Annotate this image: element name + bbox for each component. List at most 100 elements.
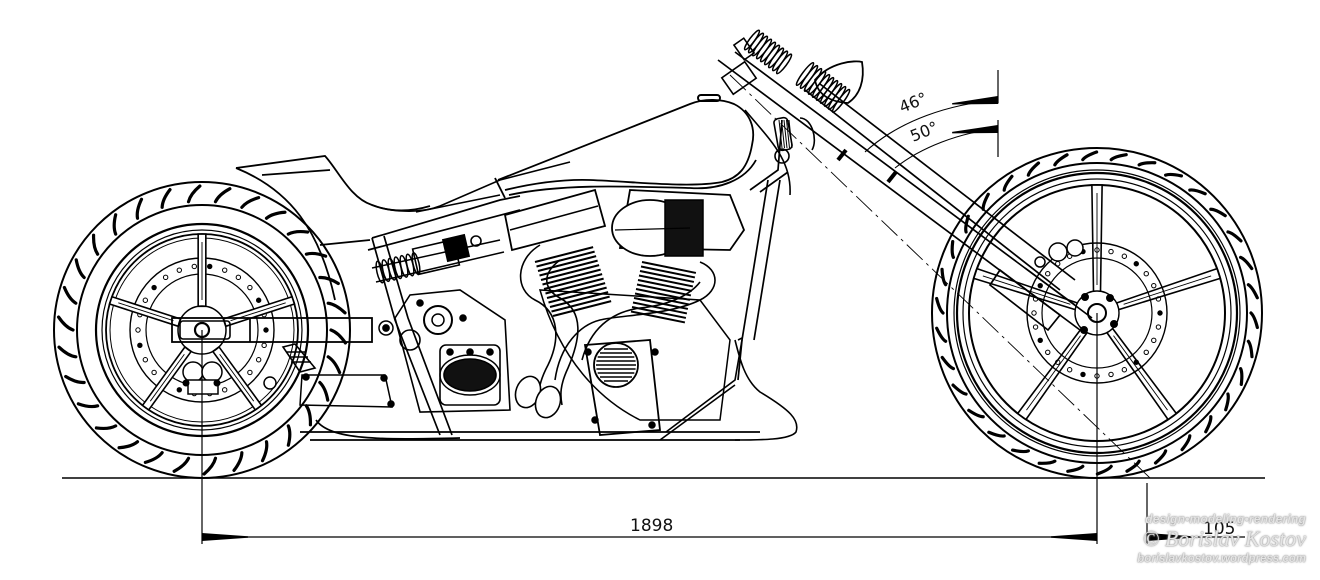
rear-rocker-cover	[503, 188, 607, 252]
starter	[399, 329, 421, 351]
cylinder-fin	[636, 283, 692, 297]
grip-line	[788, 119, 793, 149]
tread-mark	[981, 192, 990, 211]
tread-mark	[304, 251, 328, 258]
tread-mark	[143, 451, 164, 464]
rear-tire-tread	[56, 184, 348, 476]
disc-hole	[1080, 371, 1086, 378]
spoke-center-line	[118, 302, 174, 322]
steering-axis	[729, 74, 1151, 479]
disc-hole	[1157, 310, 1163, 316]
disc-hole	[255, 357, 262, 363]
tread-mark	[967, 408, 985, 419]
cylinder-fin	[542, 268, 601, 286]
transmission-cover	[443, 358, 497, 392]
spoke-center-line	[1113, 335, 1168, 411]
watermark-author: © Borislav Kostov	[1142, 526, 1306, 551]
disc-hole	[1155, 296, 1162, 302]
headlight	[814, 60, 864, 104]
disc-hole	[135, 327, 141, 333]
tread-mark	[1010, 448, 1030, 454]
wheelbase-label: 1898	[630, 516, 673, 536]
tread-mark	[1226, 230, 1243, 243]
cylinder-fin	[537, 255, 597, 272]
tread-mark	[1209, 207, 1227, 218]
tread-mark	[1026, 161, 1041, 177]
cylinder-fin	[638, 274, 694, 288]
spring-coil	[807, 70, 827, 96]
front-brake-caliper	[1034, 239, 1084, 268]
tread-mark	[1153, 449, 1168, 465]
grip-line	[786, 119, 790, 149]
fuel-cap	[697, 94, 721, 102]
tread-mark	[1246, 283, 1259, 300]
tread-mark	[318, 275, 340, 286]
tread-mark	[94, 424, 118, 431]
disc-hole	[1094, 247, 1100, 253]
disc-hole	[1133, 359, 1139, 365]
tread-mark	[1095, 464, 1113, 476]
dimension-lines	[201, 70, 1245, 544]
tread-mark	[318, 380, 330, 402]
tread-mark	[135, 197, 144, 220]
spring-coil	[771, 50, 789, 72]
spring-coil	[747, 32, 765, 54]
cylinder-fin	[536, 250, 595, 268]
disc-hole	[263, 327, 269, 333]
tread-mark	[172, 456, 191, 473]
disc-hole	[1032, 324, 1039, 330]
tread-mark	[1037, 459, 1057, 465]
rake-arc-46	[864, 96, 999, 153]
spoke-center-line	[149, 354, 185, 402]
disc-hole	[176, 387, 183, 393]
tread-mark	[940, 355, 955, 371]
tread-mark	[64, 374, 86, 385]
spring-coil	[775, 53, 793, 75]
tread-mark	[62, 285, 78, 305]
rake-arc-50	[894, 125, 999, 169]
disc-hole	[1151, 282, 1157, 289]
disc-hole	[1143, 271, 1149, 277]
disc-hole	[137, 342, 143, 349]
tread-mark	[1164, 172, 1184, 178]
tread-mark	[326, 301, 347, 315]
cylinder-fin	[637, 279, 693, 292]
cylinder-fin	[548, 286, 607, 304]
watermark-tagline: design•modeling•rendering	[1145, 512, 1306, 526]
tread-mark	[160, 188, 172, 209]
v-twin-engine	[503, 188, 746, 436]
spoke-center-line	[1026, 335, 1081, 411]
spring-coil	[803, 67, 823, 93]
disc-hole	[176, 267, 183, 273]
disc-hole	[142, 297, 149, 303]
tread-mark	[1224, 392, 1230, 412]
tread-mark	[1137, 161, 1157, 167]
disc-hole	[247, 284, 253, 291]
tread-mark	[232, 451, 244, 472]
tread-mark	[1066, 464, 1085, 473]
tread-mark	[1053, 153, 1069, 167]
cylinder-fin	[639, 270, 695, 283]
cylinder-fin	[632, 301, 688, 315]
tread-mark	[213, 187, 232, 204]
tread-mark	[240, 196, 261, 209]
spoke-center-line	[1123, 275, 1212, 305]
cylinder-fin	[552, 300, 612, 317]
disc-hole	[1155, 324, 1162, 330]
exhaust-pipes	[514, 244, 716, 419]
rear-shock-absorber	[371, 233, 505, 284]
disc-hole	[221, 267, 228, 273]
spring-coil	[795, 61, 815, 87]
tread-mark	[186, 184, 202, 204]
tread-mark	[117, 440, 140, 450]
cylinder-fin	[640, 265, 696, 279]
disc-hole	[1151, 337, 1157, 344]
disc-hole	[261, 342, 267, 349]
rear-brake-caliper	[182, 361, 223, 395]
rake-angle-46-label: 46°	[896, 88, 929, 116]
tread-mark	[286, 229, 310, 236]
tread-mark	[1239, 367, 1244, 387]
cylinder-fin	[543, 273, 603, 290]
tread-mark	[1002, 174, 1014, 192]
